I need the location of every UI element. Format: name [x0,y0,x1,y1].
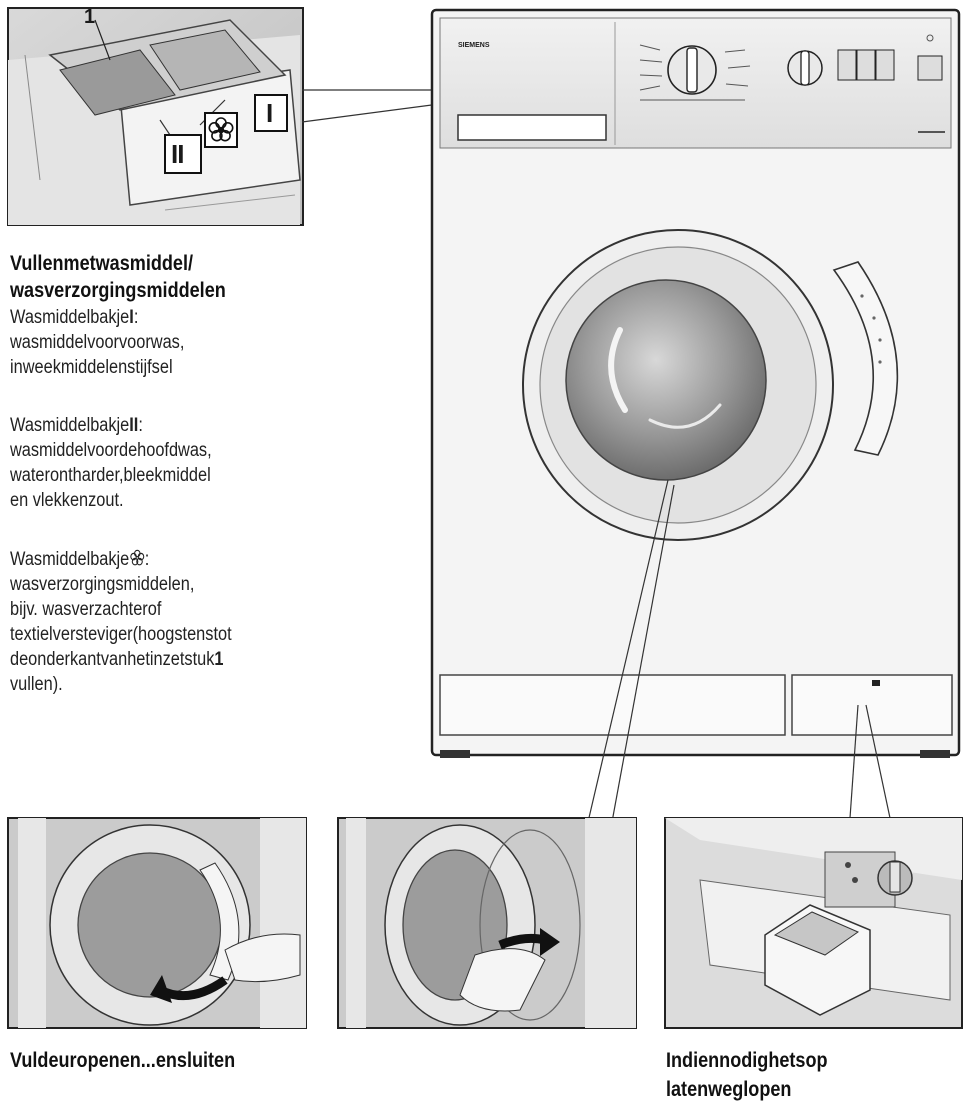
door-open-inset [337,817,637,1029]
pump-caption-line-2: latenweglopen [666,1078,792,1101]
compartment-3-colon: : [144,549,150,570]
compartment-1-label: Wasmiddelbakje [10,307,130,328]
door-caption: Vuldeuropenen...ensluiten [10,1049,236,1072]
compartment-3-line: vullen). [10,674,63,695]
compartment-3-insert-number: 1 [214,649,224,670]
door-close-inset [7,817,307,1029]
compartment-2-line: waterontharder,bleekmiddel [10,465,211,486]
compartment-2-label: Wasmiddelbakje [10,415,130,436]
compartment-3-line: textielversteviger(hoogstenstot [10,624,232,645]
pointer-line [587,479,669,823]
compartment-2-line: en vlekkenzout. [10,490,124,511]
compartment-3-line: wasverzorgingsmiddelen, [10,574,195,595]
pointer-line [849,704,859,819]
pump-caption-line-1: Indiennodighetsop [666,1049,828,1072]
heading-line-1: Vullenmetwasmiddel/ [10,252,193,275]
compartment-1-text: WasmiddelbakjeI: wasmiddelvoorvoorwas, i… [10,305,184,380]
compartment-3-line: deonderkantvanhetinzetstuk [10,649,215,670]
instructions-heading: Vullenmetwasmiddel/ wasverzorgingsmiddel… [10,250,226,304]
washing-machine [430,8,961,758]
compartment-1-colon: : [133,307,139,328]
compartment-3-line: bijv. wasverzachterof [10,599,162,620]
pump-caption: Indiennodighetsop latenweglopen [666,1046,828,1104]
compartment-2-symbol: II [129,415,139,436]
pointer-line [865,704,891,819]
compartment-3-label: Wasmiddelbakje [10,549,130,570]
heading-line-2: wasverzorgingsmiddelen [10,279,226,302]
compartment-1-line: wasmiddelvoorvoorwas, [10,332,185,353]
drawer-inset [7,7,304,226]
pump-filter-inset [664,817,963,1029]
pointer-line [611,484,675,823]
compartment-2-text: WasmiddelbakjeII: wasmiddelvoordehoofdwa… [10,413,212,513]
compartment-1-symbol: I [129,307,134,328]
compartment-2-colon: : [138,415,143,436]
insert-number-label: 1 [84,6,96,28]
brand-logo: SIEMENS [458,42,490,49]
compartment-1-line: inweekmiddelenstijfsel [10,357,173,378]
compartment-II-label: II [171,139,184,169]
flower-icon [208,117,234,142]
compartment-3-text: Wasmiddelbakje: wasverzorgingsmiddelen, … [10,547,232,697]
compartment-I-label: I [266,98,274,128]
compartment-2-line: wasmiddelvoordehoofdwas, [10,440,212,461]
flower-icon [130,549,144,566]
